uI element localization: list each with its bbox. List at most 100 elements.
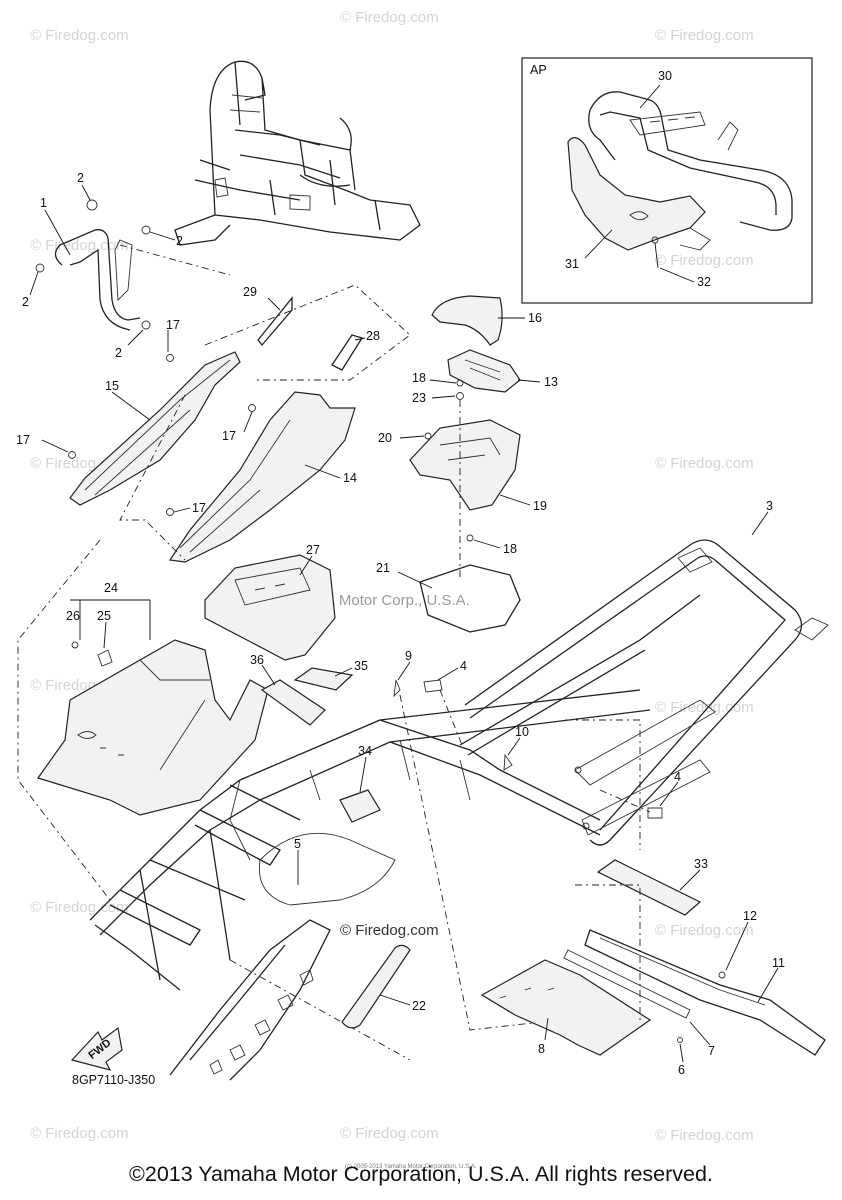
callout-2: 2 (115, 346, 122, 360)
grab-bar-1: 1 2 2 2 2 (22, 171, 183, 360)
callout-17: 17 (192, 501, 206, 515)
guard-edge (679, 227, 711, 251)
rack-mount (574, 699, 716, 836)
plate-holes (499, 987, 555, 999)
side-cover-rib (84, 359, 231, 496)
callout-24: 24 (104, 581, 118, 595)
leader-20 (399, 435, 425, 439)
watermark: © Firedog.com (655, 27, 754, 44)
leader-17b (41, 439, 69, 453)
assembly-line (119, 244, 231, 276)
grab-bar (54, 229, 141, 331)
leader-28 (354, 337, 366, 341)
side-cover-15: 15 17 17 (16, 318, 241, 506)
bolt-2c (35, 263, 45, 273)
assembly-line (599, 789, 651, 813)
bolt-4a (423, 679, 443, 693)
main-frame: 34 5 © Firedog.com (89, 689, 651, 1081)
leader-9 (397, 661, 411, 681)
leader-2c (29, 271, 39, 296)
panel-fold (139, 659, 210, 771)
grab-bracket (114, 239, 133, 302)
callout-34: 34 (358, 744, 372, 758)
callout-3: 3 (766, 499, 773, 513)
callout-5: 5 (294, 837, 301, 851)
frame-edge (229, 739, 471, 861)
housing-detail (464, 359, 501, 381)
watermark: © Firedog.com (30, 237, 129, 254)
decal-33 (596, 859, 702, 916)
leader-35 (334, 667, 353, 677)
callout-28: 28 (366, 329, 380, 343)
callout-11: 11 (772, 956, 785, 970)
box-detail (234, 567, 311, 606)
storage-box-27: 27 (204, 543, 336, 661)
frame-tubes (194, 129, 381, 231)
watermark: © Firedog.com (655, 252, 754, 269)
diagram-code: 8GP7110-J350 (72, 1073, 155, 1087)
leader-32 (659, 267, 695, 283)
clip-25 (97, 649, 113, 667)
leader-2b (149, 231, 176, 241)
inner-watermark: © Firedog.com (340, 922, 439, 939)
assembly-line (229, 959, 411, 1061)
callout-25: 25 (97, 609, 111, 623)
callout-9: 9 (405, 649, 412, 663)
callout-2: 2 (176, 234, 183, 248)
callout-21: 21 (376, 561, 390, 575)
clip-26 (71, 641, 79, 649)
callout-18: 18 (412, 371, 426, 385)
callout-2: 2 (77, 171, 84, 185)
bolt-17a (166, 354, 174, 362)
copyright-notice: ©2013 Yamaha Motor Corporation, U.S.A. A… (129, 1162, 713, 1186)
callout-26: 26 (66, 609, 80, 623)
leader-25 (103, 621, 107, 649)
callout-14: 14 (343, 471, 357, 485)
side-cover-rib-2 (179, 419, 291, 553)
watermark: © Firedog.com (30, 1125, 129, 1142)
leader-11 (757, 967, 779, 1003)
track-guide (169, 919, 331, 1081)
rear-frame-assembly (119, 60, 421, 276)
leader-34 (359, 756, 367, 793)
track-holes (209, 969, 314, 1075)
leader-29 (267, 297, 281, 311)
callout-23: 23 (412, 391, 426, 405)
bumper-guard-31 (567, 137, 706, 251)
leader-1 (44, 209, 71, 256)
frame-tunnel (258, 832, 396, 906)
handle-22: 22 (341, 944, 426, 1029)
pad-36 (260, 679, 326, 726)
callout-17: 17 (16, 433, 30, 447)
bracket-detail (439, 437, 501, 461)
fwd-arrow-icon (70, 1026, 123, 1071)
screw-12 (718, 971, 726, 979)
screw-18b (466, 534, 474, 542)
watermark: © Firedog.com (30, 899, 129, 916)
callout-33: 33 (694, 857, 708, 871)
leader-17c (243, 411, 253, 433)
taillight-assembly: 16 13 18 23 (412, 295, 558, 405)
side-cover-14: 14 17 17 (119, 391, 357, 563)
watermark: © Firedog.com (30, 27, 129, 44)
bolt-2b (141, 225, 151, 235)
leader-27 (299, 555, 313, 576)
callout-17: 17 (222, 429, 236, 443)
leader-4b (659, 781, 679, 807)
callout-17: 17 (166, 318, 180, 332)
leader-19 (499, 494, 531, 506)
callout-10: 10 (515, 725, 529, 739)
assembly-line (565, 719, 641, 850)
rack-bolt (582, 822, 590, 830)
watermark: © Firedog.com (655, 922, 754, 939)
pads: 35 36 (250, 653, 368, 726)
callout-22: 22 (412, 999, 426, 1013)
lens-cover-16 (431, 295, 503, 346)
leader-12 (725, 921, 749, 971)
leader-30 (639, 84, 661, 109)
callout-20: 20 (378, 431, 392, 445)
assembly-line (399, 694, 561, 1031)
bolt-4b (647, 807, 663, 819)
clip-9 (393, 679, 401, 698)
rack-bracket (677, 547, 829, 641)
